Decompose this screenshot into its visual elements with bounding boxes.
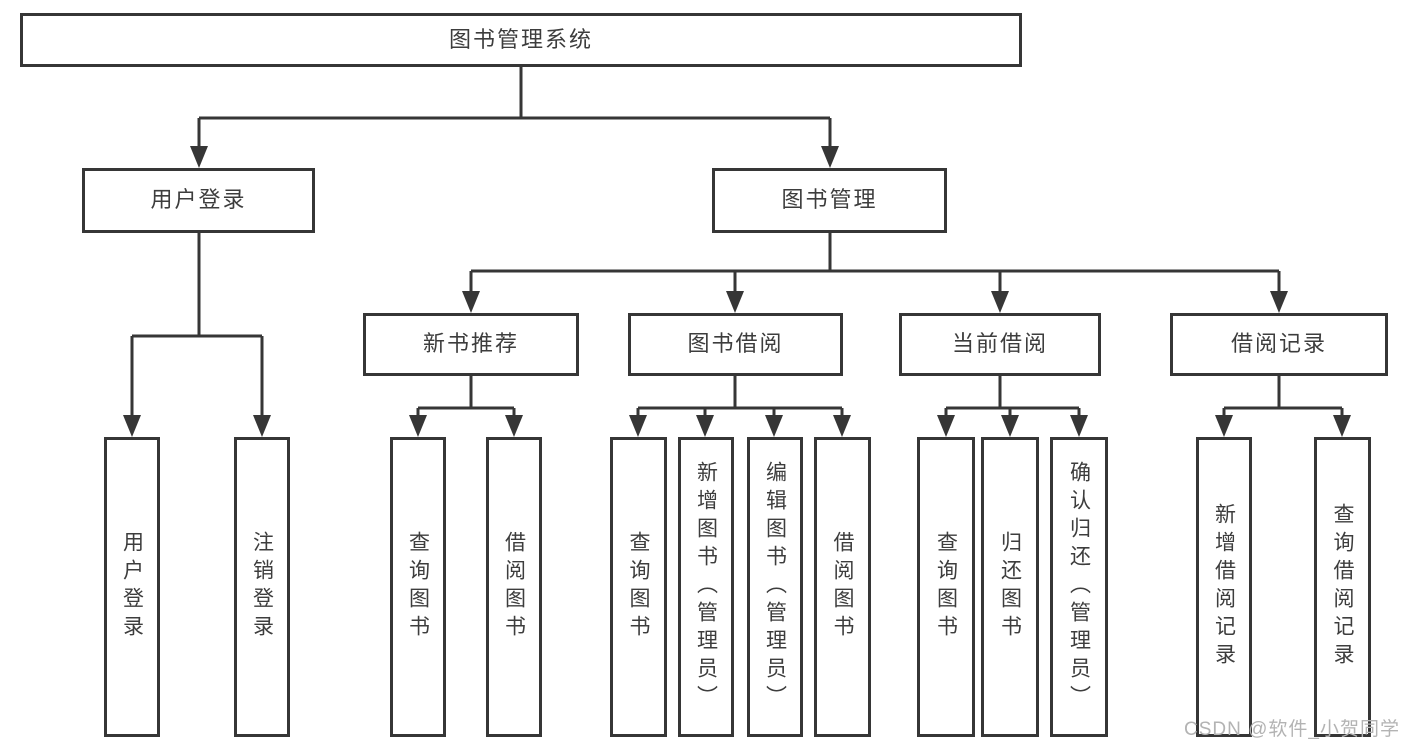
- connector-book-management-to-level3: [469, 233, 1281, 295]
- node-leaf-records-add-record: 新增借阅记录: [1196, 437, 1252, 737]
- arrowhead: [253, 415, 271, 437]
- arrowhead: [991, 291, 1009, 313]
- node-root-label: 图书管理系统: [448, 26, 593, 52]
- node-borrow-records-label: 借阅记录: [1230, 331, 1327, 357]
- node-leaf-current-query-books: 查询图书: [917, 437, 975, 737]
- node-leaf-borrow-add-book-admin: 新增图书（管理员）: [678, 437, 734, 737]
- node-leaf-user-login-label: 用户登录: [120, 531, 144, 643]
- node-leaf-borrow-borrow-books: 借阅图书: [814, 437, 871, 737]
- connector-current-borrow-to-children: [944, 376, 1081, 419]
- arrowhead: [629, 415, 647, 437]
- arrowhead: [409, 415, 427, 437]
- arrowhead: [696, 415, 714, 437]
- arrowhead: [505, 415, 523, 437]
- node-book-management: 图书管理: [712, 168, 947, 233]
- arrowhead: [1001, 415, 1019, 437]
- node-leaf-borrow-query-books-label: 查询图书: [627, 531, 650, 643]
- node-leaf-logout-label: 注销登录: [250, 531, 274, 643]
- node-leaf-recommend-query-books: 查询图书: [390, 437, 446, 737]
- node-root: 图书管理系统: [20, 13, 1022, 67]
- node-leaf-borrow-add-book-admin-label: 新增图书（管理员）: [694, 461, 718, 713]
- node-leaf-current-query-books-label: 查询图书: [934, 531, 958, 643]
- node-user-login: 用户登录: [82, 168, 315, 233]
- node-leaf-recommend-query-books-label: 查询图书: [406, 531, 430, 643]
- connector-root-to-level2: [197, 67, 832, 150]
- node-leaf-borrow-borrow-books-label: 借阅图书: [831, 531, 854, 643]
- node-leaf-current-confirm-return-admin-label: 确认归还（管理员）: [1067, 461, 1091, 713]
- node-leaf-recommend-borrow-books: 借阅图书: [486, 437, 542, 737]
- connector-book-borrow-to-children: [636, 376, 844, 419]
- node-leaf-logout: 注销登录: [234, 437, 290, 737]
- connector-borrow-records-to-children: [1222, 376, 1344, 419]
- node-leaf-recommend-borrow-books-label: 借阅图书: [502, 531, 526, 643]
- node-current-borrow: 当前借阅: [899, 313, 1101, 376]
- node-leaf-current-return-books-label: 归还图书: [998, 531, 1022, 643]
- arrowhead: [833, 415, 851, 437]
- node-leaf-current-return-books: 归还图书: [981, 437, 1039, 737]
- arrowhead: [821, 146, 839, 168]
- node-borrow-records: 借阅记录: [1170, 313, 1388, 376]
- arrowhead: [462, 291, 480, 313]
- node-new-book-recommend: 新书推荐: [363, 313, 579, 376]
- connector-user-login-to-children: [130, 233, 264, 419]
- node-leaf-borrow-edit-book-admin: 编辑图书（管理员）: [747, 437, 803, 737]
- node-book-borrow: 图书借阅: [628, 313, 843, 376]
- arrowhead: [1215, 415, 1233, 437]
- arrowheads: [123, 146, 1351, 437]
- node-leaf-user-login: 用户登录: [104, 437, 160, 737]
- node-book-management-label: 图书管理: [781, 187, 878, 213]
- arrowhead: [765, 415, 783, 437]
- arrowhead: [726, 291, 744, 313]
- arrowhead: [190, 146, 208, 168]
- node-new-book-recommend-label: 新书推荐: [422, 331, 519, 357]
- arrowhead: [1070, 415, 1088, 437]
- node-leaf-borrow-query-books: 查询图书: [610, 437, 667, 737]
- node-leaf-current-confirm-return-admin: 确认归还（管理员）: [1050, 437, 1108, 737]
- arrowhead: [123, 415, 141, 437]
- arrowhead: [1270, 291, 1288, 313]
- node-leaf-records-add-record-label: 新增借阅记录: [1212, 503, 1236, 671]
- node-leaf-records-query-record-label: 查询借阅记录: [1331, 503, 1354, 671]
- node-leaf-borrow-edit-book-admin-label: 编辑图书（管理员）: [763, 461, 787, 713]
- node-current-borrow-label: 当前借阅: [951, 331, 1048, 357]
- node-book-borrow-label: 图书借阅: [687, 331, 784, 357]
- arrowhead: [937, 415, 955, 437]
- node-user-login-label: 用户登录: [150, 187, 247, 213]
- node-leaf-records-query-record: 查询借阅记录: [1314, 437, 1371, 737]
- connector-new-book-recommend-to-children: [416, 376, 516, 419]
- arrowhead: [1333, 415, 1351, 437]
